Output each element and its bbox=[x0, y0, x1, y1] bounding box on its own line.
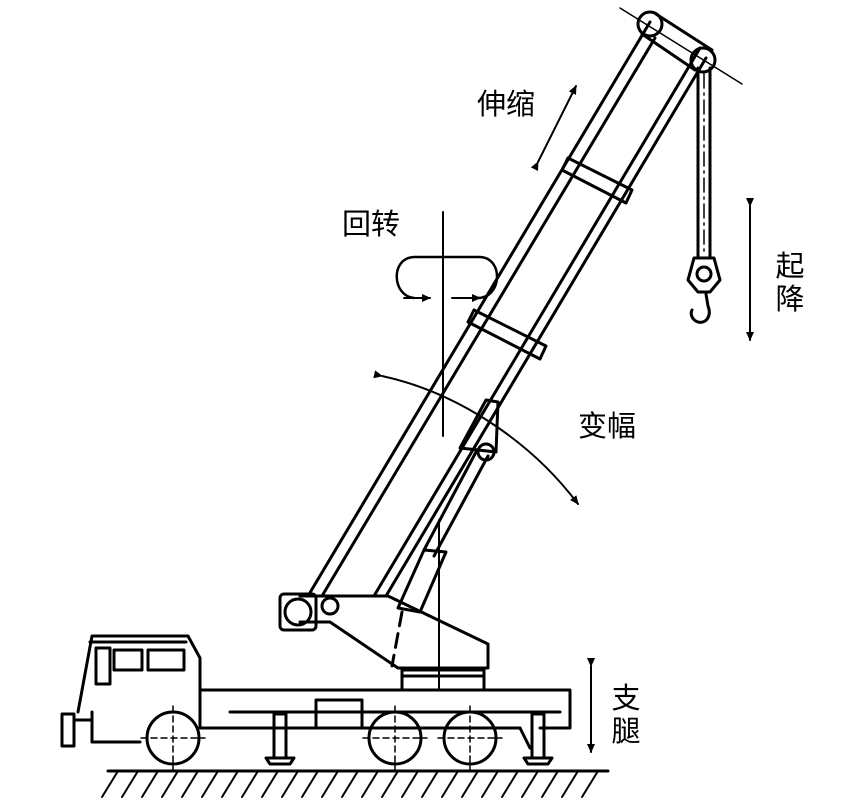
hoist-label-char-2: 降 bbox=[775, 282, 805, 316]
luffing-cylinder bbox=[390, 398, 500, 668]
truck-wheels bbox=[140, 705, 503, 771]
truck-cab bbox=[60, 634, 202, 748]
ground bbox=[101, 769, 610, 798]
telescope-label: 伸缩 bbox=[477, 87, 536, 121]
luffing-arrow bbox=[373, 370, 579, 505]
hoist-label: 起 降 bbox=[774, 250, 806, 316]
slew-symbol bbox=[395, 211, 499, 437]
slew-label: 回转 bbox=[342, 207, 401, 241]
boom-head-hook bbox=[619, 7, 743, 324]
turntable bbox=[278, 592, 490, 692]
outrigger-label-char-2: 腿 bbox=[611, 714, 641, 748]
outriggers bbox=[264, 712, 554, 766]
hoist-label-char-1: 起 bbox=[775, 249, 805, 283]
outrigger-label-char-1: 支 bbox=[611, 681, 641, 715]
telescope-arrow bbox=[530, 85, 577, 171]
luffing-label: 变幅 bbox=[578, 409, 637, 443]
outrigger-label: 支 腿 bbox=[610, 682, 642, 748]
truck-chassis bbox=[90, 688, 572, 750]
